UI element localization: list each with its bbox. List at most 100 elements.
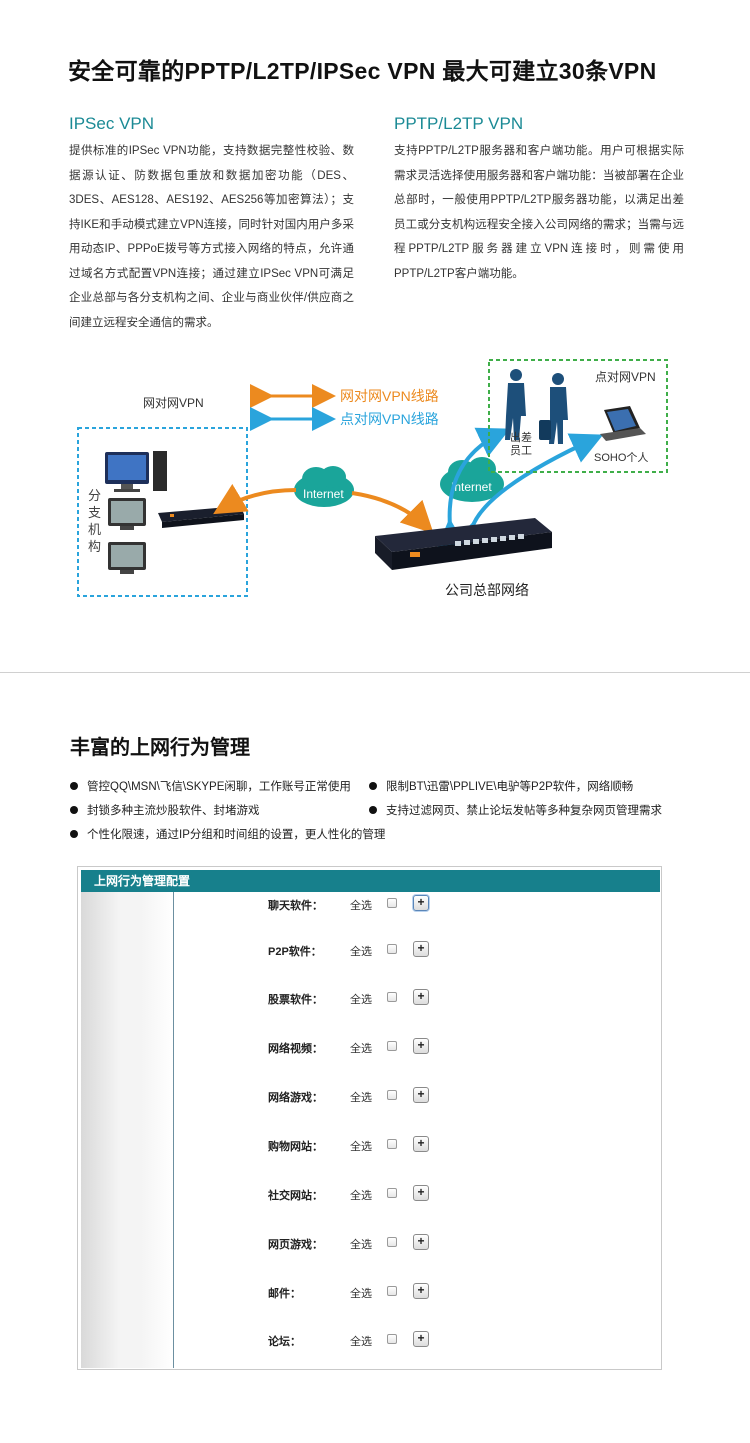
- panel-sidebar: [81, 892, 174, 1368]
- svg-text:分: 分: [88, 488, 101, 503]
- select-all-label: 全选: [350, 1190, 372, 1202]
- branch-label: 分 支 机 构: [88, 488, 101, 554]
- client-box: [488, 359, 668, 473]
- net-to-net-label: 网对网VPN: [143, 396, 204, 410]
- select-all-label: 全选: [350, 1043, 372, 1055]
- select-all-label: 全选: [350, 1288, 372, 1300]
- hq-label: 公司总部网络: [445, 582, 529, 598]
- expand-button[interactable]: +: [413, 989, 429, 1005]
- select-all-label: 全选: [350, 994, 372, 1006]
- select-all-checkbox[interactable]: [387, 1090, 397, 1100]
- expand-button[interactable]: +: [413, 1038, 429, 1054]
- traveler-label-1: 出差: [510, 430, 532, 444]
- config-row-p2p: P2P软件： 全选 +: [78, 941, 663, 961]
- legend-orange-label: 网对网VPN线路: [340, 388, 439, 404]
- orange-link-2: [351, 491, 434, 534]
- bullet-item: 管控QQ\MSN\飞信\SKYPE闲聊，工作账号正常使用: [70, 778, 351, 794]
- config-row-video: 网络视频： 全选 +: [78, 1038, 663, 1058]
- hq-router-icon: [375, 518, 552, 570]
- expand-button[interactable]: +: [413, 1136, 429, 1152]
- panel-header: 上网行为管理配置: [81, 870, 660, 892]
- soho-label: SOHO个人: [594, 451, 648, 464]
- row-label: 网页游戏：: [268, 1239, 323, 1251]
- select-all-label: 全选: [350, 1092, 372, 1104]
- config-row-social: 社交网站： 全选 +: [78, 1185, 663, 1205]
- bullet-item: 个性化限速，通过IP分组和时间组的设置，更人性化的管理: [70, 826, 385, 842]
- row-label: P2P软件：: [268, 946, 322, 958]
- row-label: 邮件：: [268, 1288, 301, 1300]
- monitor-icon-2: [108, 542, 146, 574]
- config-row-mail: 邮件： 全选 +: [78, 1283, 663, 1303]
- select-all-checkbox[interactable]: [387, 1237, 397, 1247]
- ipsec-description: 提供标准的IPSec VPN功能，支持数据完整性校验、数据源认证、防数据包重放和…: [69, 145, 354, 329]
- select-all-label: 全选: [350, 900, 372, 912]
- select-all-label: 全选: [350, 946, 372, 958]
- branch-router-icon: [158, 506, 244, 528]
- select-all-checkbox[interactable]: [387, 944, 397, 954]
- desktop-computer-icon: [105, 451, 167, 492]
- bullet-item: 限制BT\迅雷\PPLIVE\电驴等P2P软件，网络顺畅: [369, 778, 633, 794]
- row-label: 网络游戏：: [268, 1092, 323, 1104]
- point-to-net-label: 点对网VPN: [595, 370, 656, 384]
- select-all-checkbox[interactable]: [387, 1139, 397, 1149]
- traveler-label-2: 员工: [510, 444, 532, 457]
- select-all-checkbox[interactable]: [387, 992, 397, 1002]
- select-all-label: 全选: [350, 1336, 372, 1348]
- select-all-label: 全选: [350, 1239, 372, 1251]
- config-row-shopping: 购物网站： 全选 +: [78, 1136, 663, 1156]
- config-row-games: 网络游戏： 全选 +: [78, 1087, 663, 1107]
- row-label: 股票软件：: [268, 994, 323, 1006]
- svg-text:机: 机: [88, 522, 101, 537]
- select-all-checkbox[interactable]: [387, 1041, 397, 1051]
- behavior-management-title: 丰富的上网行为管理: [70, 737, 250, 759]
- expand-button[interactable]: +: [413, 895, 429, 911]
- config-row-chat: 聊天软件： 全选 +: [78, 895, 663, 915]
- bullet-item: 支持过滤网页、禁止论坛发帖等多种复杂网页管理需求: [369, 802, 662, 818]
- svg-text:构: 构: [88, 539, 101, 554]
- row-label: 聊天软件：: [268, 900, 323, 912]
- internet-left-label: Internet: [303, 487, 344, 501]
- internet-cloud-left: Internet: [294, 466, 354, 507]
- select-all-checkbox[interactable]: [387, 1286, 397, 1296]
- row-label: 网络视频：: [268, 1043, 323, 1055]
- legend-blue: 点对网VPN线路: [250, 407, 439, 431]
- svg-text:支: 支: [88, 505, 101, 520]
- legend-orange: 网对网VPN线路: [250, 384, 439, 408]
- bullet-item: 封锁多种主流炒股软件、封堵游戏: [70, 802, 260, 818]
- behavior-config-panel: 上网行为管理配置 聊天软件： 全选 + P2P软件： 全选 + 股票软件： 全选…: [77, 866, 662, 1370]
- legend-blue-label: 点对网VPN线路: [340, 411, 439, 427]
- internet-right-label: Internet: [451, 480, 492, 494]
- laptop-icon: [600, 406, 646, 441]
- business-traveler-icon: [505, 369, 568, 444]
- monitor-icon-1: [108, 498, 146, 530]
- bullet-dot-icon: [70, 782, 78, 790]
- bullet-dot-icon: [70, 830, 78, 838]
- expand-button[interactable]: +: [413, 1087, 429, 1103]
- row-label: 购物网站：: [268, 1141, 323, 1153]
- config-row-stock: 股票软件： 全选 +: [78, 989, 663, 1009]
- pptp-description: 支持PPTP/L2TP服务器和客户端功能。用户可根据实际需求灵活选择使用服务器和…: [394, 145, 684, 280]
- vpn-network-diagram: 网对网VPN 网对网VPN线路 点对网VPN线路 分 支 机 构: [77, 359, 668, 598]
- select-all-checkbox[interactable]: [387, 898, 397, 908]
- blue-link-2: [449, 433, 604, 556]
- select-all-checkbox[interactable]: [387, 1188, 397, 1198]
- bullet-dot-icon: [369, 782, 377, 790]
- pptp-title: PPTP/L2TP VPN: [394, 114, 524, 133]
- expand-button[interactable]: +: [413, 1185, 429, 1201]
- row-label: 论坛：: [268, 1336, 301, 1348]
- expand-button[interactable]: +: [413, 1234, 429, 1250]
- select-all-checkbox[interactable]: [387, 1334, 397, 1344]
- select-all-label: 全选: [350, 1141, 372, 1153]
- expand-button[interactable]: +: [413, 941, 429, 957]
- page-title: 安全可靠的PPTP/L2TP/IPSec VPN 最大可建立30条VPN: [68, 58, 657, 84]
- orange-link-1: [213, 483, 297, 515]
- bullet-dot-icon: [70, 806, 78, 814]
- bullet-dot-icon: [369, 806, 377, 814]
- ipsec-title: IPSec VPN: [69, 114, 155, 133]
- expand-button[interactable]: +: [413, 1283, 429, 1299]
- config-row-forum: 论坛： 全选 +: [78, 1331, 663, 1351]
- config-row-webgames: 网页游戏： 全选 +: [78, 1234, 663, 1254]
- expand-button[interactable]: +: [413, 1331, 429, 1347]
- row-label: 社交网站：: [268, 1190, 323, 1202]
- section-divider: [0, 672, 750, 673]
